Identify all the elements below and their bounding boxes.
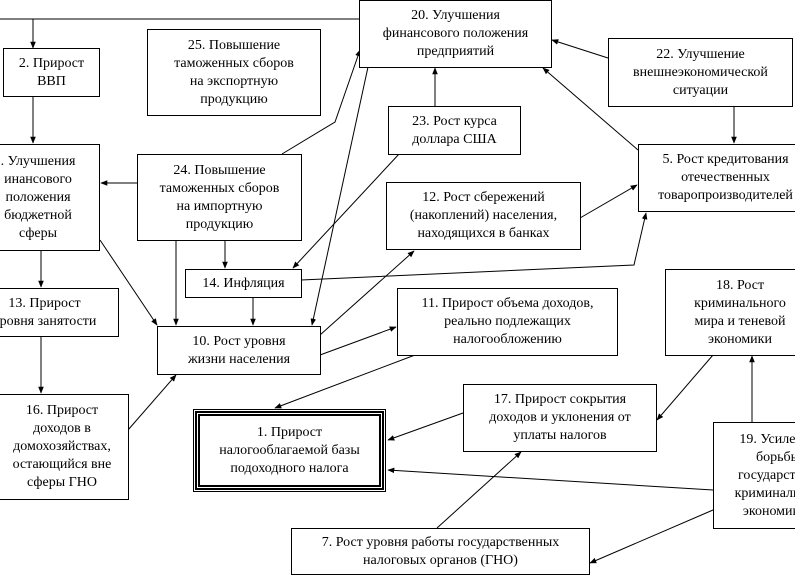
node-label-line: 13. Прирост xyxy=(8,295,81,311)
node-label-line: остающийся вне xyxy=(12,457,112,472)
node-24: 24. Повышение таможенных сборов на импортн… xyxy=(137,154,302,241)
node-label-line: 20. Улучшения xyxy=(411,8,500,23)
node-label-line: таможенных сборов xyxy=(159,180,280,196)
arrow-18-to-17 xyxy=(656,354,714,421)
node-label-line: доллара США xyxy=(412,131,497,147)
node-label-line: 17. Прирост сокрытия xyxy=(493,392,627,407)
node-17: 17. Прирост сокрытия доходов и уклонения … xyxy=(463,384,657,452)
node-23: 23. Рост курса доллара США xyxy=(388,106,521,155)
arrow-5-to-20 xyxy=(542,67,639,151)
node-label-line: 11. Прирост объема доходов, xyxy=(421,296,594,311)
node-label-line: 2. Прирост xyxy=(18,55,85,71)
node-label-line: 10. Рост уровня xyxy=(192,333,286,349)
node-10: 10. Рост уровня жизни населения xyxy=(157,326,321,375)
node-label-line: бюджетной xyxy=(4,207,72,223)
node-3: . Улучшения инансового положения бюджетной с… xyxy=(0,144,100,251)
node-label-line: отечественных xyxy=(681,170,770,185)
node-label-line: продукцию xyxy=(200,91,268,107)
node-label-line: внешнеэкономической xyxy=(633,64,768,80)
node-label-line: уровня занятости xyxy=(0,313,97,329)
arrow-10-to-12 xyxy=(319,250,415,336)
node-label-line: таможенных сборов xyxy=(174,55,294,71)
node-label-line: экономики xyxy=(708,331,772,347)
node-label-line: 16. Прирост xyxy=(25,403,99,418)
node-14: 14. Инфляция xyxy=(185,269,302,298)
node-11: 11. Прирост объема доходов, реально подле… xyxy=(397,288,618,356)
node-19: 19. Усиление борьбы государства с криминаль… xyxy=(713,422,795,529)
node-label-line: 7. Рост уровня работы государственных xyxy=(321,534,560,550)
node-label-line: товаропроизводителей xyxy=(658,188,793,203)
arrow-3-to-10 xyxy=(99,239,158,326)
node-label-line: сферы xyxy=(18,225,58,241)
arrow-12-to-5 xyxy=(579,184,638,219)
node-label-line: (накоплений) населения, xyxy=(409,208,558,223)
node-label-line: реально подлежащих xyxy=(444,314,571,329)
node-label-line: доходов и уклонения от xyxy=(489,410,631,425)
node-label-line: положения xyxy=(5,189,71,205)
node-16: 16. Прирост доходов в домохозяйствах, остаю… xyxy=(0,394,129,500)
arrow-19-to-7 xyxy=(589,509,714,564)
node-label-line: находящихся в банках xyxy=(417,226,550,241)
node-label-line: уплаты налогов xyxy=(513,428,607,443)
node-label-line: ВВП xyxy=(37,73,66,89)
node-label-line: криминальной xyxy=(734,485,795,501)
node-label-line: на экспортную xyxy=(189,73,279,89)
node-label-line: 22. Улучшение xyxy=(656,46,745,62)
node-13: 13. Прирост уровня занятости xyxy=(0,288,119,337)
node-label-line: мира и теневой xyxy=(694,313,786,329)
arrow-10-to-11 xyxy=(319,326,397,356)
node-5: 5. Рост кредитования отечественных товароп… xyxy=(638,144,795,212)
arrow-14-to-5 xyxy=(300,212,648,281)
node-label-line: налогооблагаемой базы xyxy=(219,442,360,458)
node-22: 22. Улучшение внешнеэкономической ситуации xyxy=(608,38,793,107)
node-label-line: сферы ГНО xyxy=(27,475,97,490)
arrow-16-to-10 xyxy=(127,374,177,431)
arrow-11-to-1 xyxy=(274,354,416,409)
node-label-line: жизни населения xyxy=(187,351,291,367)
arrow-23-to-14 xyxy=(292,152,401,269)
node-7: 7. Рост уровня работы государственных нал… xyxy=(291,528,590,575)
node-label-line: подоходного налога xyxy=(230,460,349,476)
node-label-line: финансового положения xyxy=(382,26,529,41)
node-label-line: 18. Рост xyxy=(715,277,765,293)
arrow-17-to-1 xyxy=(387,412,464,441)
node-label-line: 5. Рост кредитования xyxy=(662,152,789,167)
node-label-line: налогообложению xyxy=(453,332,562,347)
node-label-line: борьбы xyxy=(755,449,795,465)
node-label-line: 12. Рост сбережений xyxy=(422,190,545,205)
arrow-24-to-20 xyxy=(281,49,361,155)
arrow-20-to-10 xyxy=(310,66,369,326)
node-label-line: 24. Повышение xyxy=(173,162,266,178)
node-1-target: 1. Прирост налогооблагаемой базы подоходно… xyxy=(193,409,386,492)
arrow-7-to-17 xyxy=(436,451,522,529)
node-label-line: экономикой xyxy=(742,503,795,519)
node-label-line: домохозяйствах, xyxy=(13,439,111,454)
node-25: 25. Повышение таможенных сборов на экспорт… xyxy=(147,29,321,116)
node-label-line: 14. Инфляция xyxy=(202,275,285,291)
node-label-line: 19. Усиление xyxy=(739,431,795,447)
node-label-line: инансового xyxy=(4,171,72,187)
node-label-line: 23. Рост курса xyxy=(412,113,497,129)
node-label-line: предприятий xyxy=(416,44,495,59)
arrow-19-to-1 xyxy=(387,467,714,491)
node-label-line: ситуации xyxy=(672,82,729,98)
node-label-line: . Улучшения xyxy=(0,153,76,169)
node-18: 18. Рост криминального мира и теневой эконо… xyxy=(665,269,795,356)
node-label-line: доходов в xyxy=(33,421,91,436)
arrow-22-to-20 xyxy=(551,39,609,59)
node-label-line: налоговых органов (ГНО) xyxy=(363,552,518,568)
node-label-line: на импортную xyxy=(176,198,263,214)
node-20: 20. Улучшения финансового положения предпр… xyxy=(359,0,552,68)
node-12: 12. Рост сбережений (накоплений) населени… xyxy=(386,182,581,250)
node-label-line: 25. Повышение xyxy=(187,37,281,53)
node-label-line: криминального xyxy=(694,295,786,311)
node-label-line: государства с xyxy=(738,467,795,483)
node-label-line: 1. Прирост xyxy=(256,424,323,440)
node-label-line: продукцию xyxy=(185,216,254,232)
